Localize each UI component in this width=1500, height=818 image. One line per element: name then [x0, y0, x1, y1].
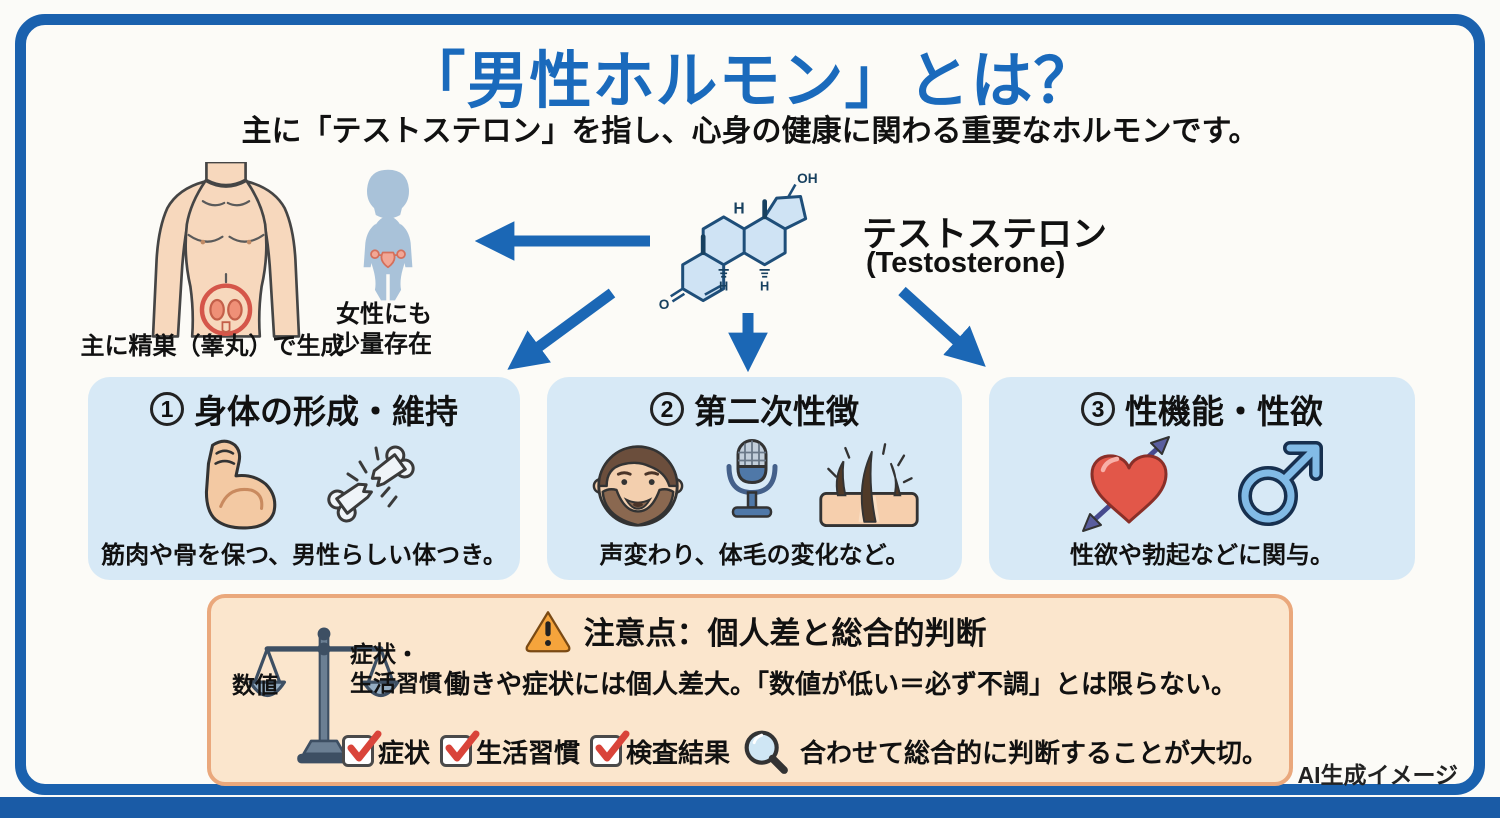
- caution-conclusion: 合わせて総合的に判断することが大切。: [800, 737, 1269, 768]
- hydrogen-label: H: [719, 278, 728, 293]
- testes-highlight-circle: [199, 283, 253, 336]
- beard-face-icon: [592, 445, 683, 527]
- function-box-title: 3 性機能・性欲: [1081, 385, 1323, 433]
- warning-icon: [525, 610, 570, 652]
- uterus-icon: [370, 249, 406, 269]
- circled-number: 3: [1081, 392, 1115, 426]
- hydrogen-label: H: [733, 201, 744, 218]
- check-item-symptoms: 症状: [342, 730, 430, 770]
- function-box-caption: 筋肉や骨を保つ、男性らしい体つき。: [101, 542, 507, 569]
- checkbox-icon: [440, 730, 480, 767]
- molecule-name-jp: テストステロン: [862, 215, 1108, 254]
- ai-credit-label: AI生成イメージ: [1297, 762, 1458, 788]
- function-box-title: 2 第二次性徴: [650, 385, 859, 433]
- male-torso-icon: [151, 162, 301, 338]
- circled-number: 2: [650, 392, 684, 426]
- testosterone-molecule-icon: OH O H H H: [659, 171, 818, 312]
- molecule-name-en: (Testosterone): [866, 247, 1066, 279]
- checkbox-icon: [342, 730, 382, 767]
- heart-arrow-icon: [1082, 436, 1170, 532]
- function-box-sexual: 3 性機能・性欲: [989, 377, 1415, 580]
- judgement-row: 症状 生活習慣 検査結果 合わせて総合的に判断することが大切。: [342, 726, 1268, 776]
- broken-bone-icon: [327, 445, 415, 523]
- function-box-body: 1 身体の形成・維持: [88, 377, 520, 580]
- bottom-band: [0, 797, 1500, 818]
- hydroxyl-label: OH: [797, 171, 817, 186]
- hydrogen-label: H: [760, 278, 769, 293]
- scale-left-label: 数値: [232, 672, 278, 698]
- function-box-caption: 声変わり、体毛の変化など。: [599, 542, 910, 569]
- bicep-icon: [204, 439, 277, 530]
- flow-arrows: [474, 221, 986, 373]
- scale-right-label: 症状・ 生活習慣: [350, 641, 442, 696]
- function-box-title: 1 身体の形成・維持: [150, 385, 458, 433]
- body-hair-icon: [818, 443, 919, 528]
- circled-number: 1: [150, 392, 184, 426]
- function-box-puberty: 2 第二次性徴: [547, 377, 962, 580]
- checkbox-icon: [590, 730, 630, 767]
- male-symbol-icon: [1238, 441, 1323, 526]
- microphone-icon: [726, 439, 777, 518]
- female-silhouette-icon: [363, 169, 413, 301]
- caution-header: 注意点：個人差と総合的判断: [430, 608, 1080, 653]
- male-source-label: 主に精巣（睾丸）で生成: [80, 333, 345, 360]
- female-source-label: 女性にも 少量存在: [336, 301, 432, 358]
- magnifier-icon: [744, 730, 788, 774]
- page-title: 「男性ホルモン」とは？: [403, 47, 1097, 116]
- function-box-caption: 性欲や勃起などに関与。: [1070, 542, 1334, 569]
- balance-scale-icon: [248, 627, 400, 764]
- check-item-test-results: 検査結果: [590, 730, 730, 770]
- caution-body-text: 働きや症状には個人差大。「数値が低い＝必ず不調」とは限らない。: [444, 669, 1238, 699]
- arrow-down-right-icon: [898, 286, 986, 367]
- page-subtitle: 主に「テストステロン」を指し、心身の健康に関わる重要なホルモンです。: [241, 115, 1259, 148]
- oxygen-label: O: [659, 297, 670, 312]
- arrow-down-left-icon: [507, 288, 616, 370]
- caution-title: 注意点：個人差と総合的判断: [583, 616, 987, 651]
- check-item-lifestyle: 生活習慣: [440, 730, 580, 770]
